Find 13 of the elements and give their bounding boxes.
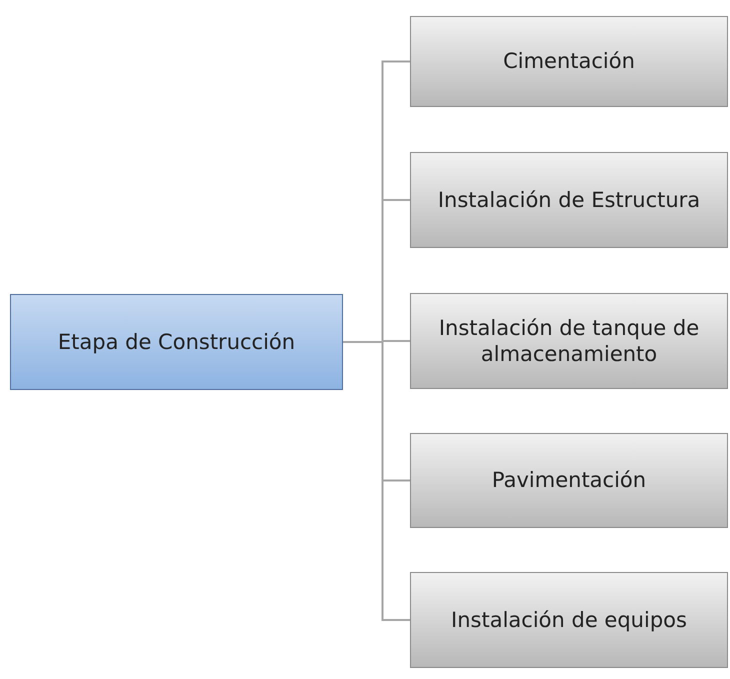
task-box: [410, 572, 728, 668]
task-box: [410, 152, 728, 248]
task-box: [410, 16, 728, 107]
box-label: Instalación de tanque de almacenamiento: [438, 314, 700, 368]
task-box: [410, 433, 728, 528]
box-label: Instalación de Estructura: [436, 186, 702, 214]
phase-box: [10, 294, 343, 390]
box-label: Pavimentación: [490, 467, 648, 494]
box-label: Instalación de equipos: [450, 606, 688, 634]
box-label: Etapa de Construcción: [56, 328, 296, 356]
connector-line: [343, 341, 410, 621]
task-box: [410, 293, 728, 389]
box-label: Cimentación: [502, 48, 636, 75]
